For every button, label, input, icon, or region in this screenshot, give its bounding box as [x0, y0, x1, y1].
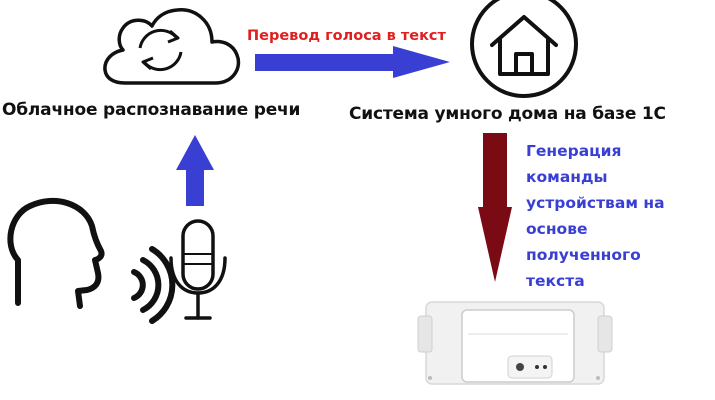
- command-generation-label: Генерация команды устройствам на основе …: [526, 138, 665, 294]
- smart-home-system-label: Система умного дома на базе 1С: [349, 104, 666, 124]
- command-arrow: [478, 133, 512, 282]
- microphone-icon: [169, 219, 227, 320]
- command-line: команды: [526, 168, 608, 186]
- command-line: полученного: [526, 246, 641, 264]
- cloud-recognition-label: Облачное распознавание речи: [2, 100, 301, 120]
- upload-arrow: [176, 135, 214, 206]
- cloud-sync-icon: [103, 8, 241, 85]
- speaking-head-icon: [7, 197, 176, 324]
- command-line: текста: [526, 272, 585, 290]
- command-line: устройствам на: [526, 194, 665, 212]
- voice-to-text-arrow: [255, 46, 450, 78]
- voice-to-text-label: Перевод голоса в текст: [247, 28, 446, 44]
- house-icon: [470, 0, 578, 98]
- smart-relay-device: [417, 301, 613, 385]
- command-line: Генерация: [526, 142, 622, 160]
- command-line: основе: [526, 220, 588, 238]
